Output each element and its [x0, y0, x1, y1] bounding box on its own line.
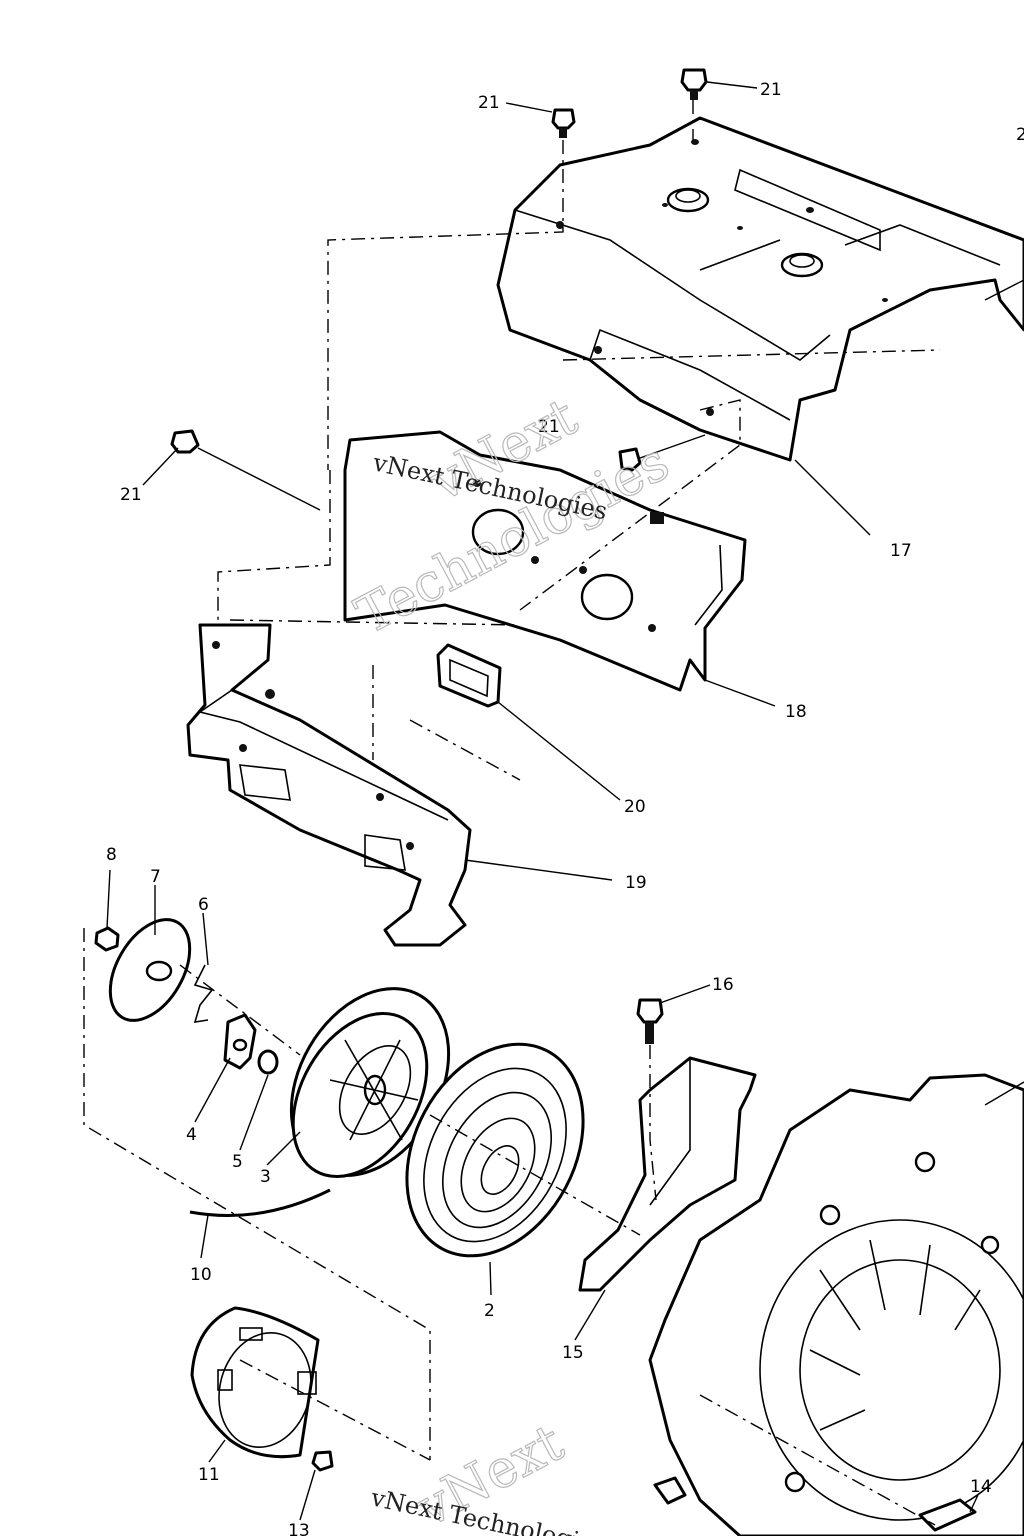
part-8-nut [94, 926, 120, 952]
callout-2-edge: 2 [1016, 125, 1024, 145]
part-21-bolt-b [551, 108, 576, 138]
part-13-bolt [311, 1450, 334, 1472]
callout-21-center: 21 [538, 417, 560, 437]
part-21-bolt-c [170, 429, 200, 454]
callout-6: 6 [198, 895, 209, 915]
callout-21-left: 21 [120, 485, 142, 505]
part-18-mounting-plate [343, 430, 747, 692]
callout-10: 10 [190, 1265, 212, 1285]
watermark-lower: vNext vNext Technologies [368, 1412, 608, 1536]
part-17-top-cover [496, 116, 1024, 462]
callout-5: 5 [232, 1152, 243, 1172]
callout-3: 3 [260, 1167, 271, 1187]
callout-20: 20 [624, 797, 646, 817]
part-10-starter-rope [189, 1188, 331, 1217]
callout-21-top-left: 21 [478, 93, 500, 113]
part-20-gasket [436, 643, 502, 708]
part-4-ratchet [223, 1013, 257, 1070]
callout-labels: 2 3 4 5 6 7 8 10 11 13 14 15 16 17 18 19… [106, 80, 1024, 1536]
callout-7: 7 [150, 867, 161, 887]
part-6-spring-clip [193, 964, 214, 1023]
part-15-guide-bracket [578, 1056, 757, 1292]
callout-18: 18 [785, 702, 807, 722]
part-16-bolt [636, 998, 664, 1044]
part-3-reel [289, 987, 451, 1179]
callout-14: 14 [970, 1477, 992, 1497]
part-5-spring [257, 1049, 279, 1075]
part-2-recoil-spring [405, 1042, 585, 1258]
part-11-pulley [190, 1306, 320, 1459]
callout-13: 13 [288, 1521, 310, 1536]
callout-15: 15 [562, 1343, 584, 1363]
alignment-lines [83, 100, 941, 1526]
callout-11: 11 [198, 1465, 220, 1485]
callout-8: 8 [106, 845, 117, 865]
callout-2: 2 [484, 1301, 495, 1321]
part-14-fan-housing [648, 1073, 1024, 1536]
part-21-bolt-d [618, 447, 642, 472]
callout-16: 16 [712, 975, 734, 995]
part-21-bolt-a [680, 68, 708, 100]
callout-4: 4 [186, 1125, 197, 1145]
part-7-friction-plate [108, 918, 192, 1022]
callout-17: 17 [890, 541, 912, 561]
leader-lines [106, 81, 1024, 1521]
part-19-lower-bracket [186, 623, 472, 947]
callout-21-top-right: 21 [760, 80, 782, 100]
callout-19: 19 [625, 873, 647, 893]
